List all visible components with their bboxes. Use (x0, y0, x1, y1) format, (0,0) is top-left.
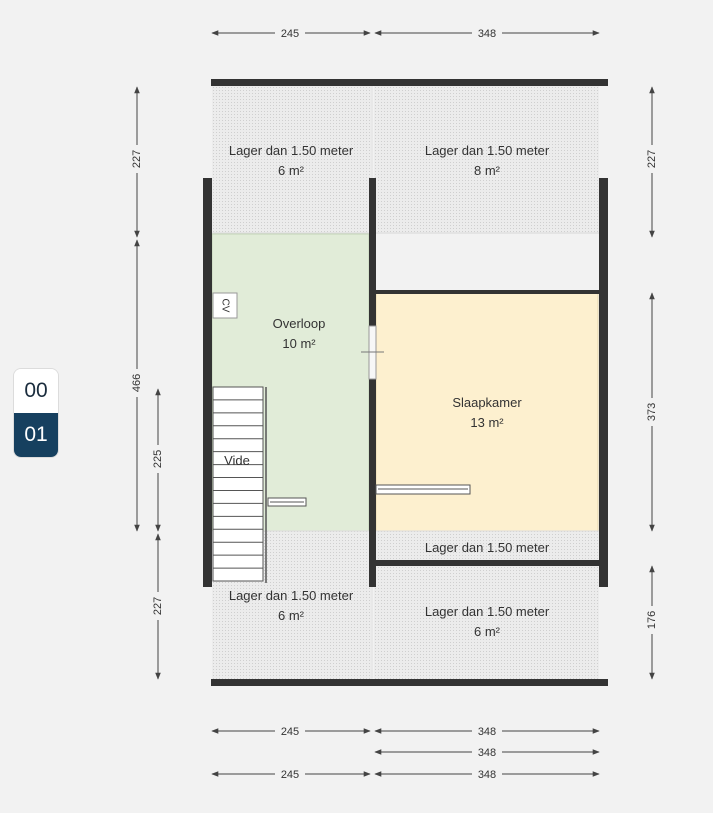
dim-right-middle: 373 (646, 403, 658, 421)
dim-bottom-row1-right: 348 (478, 726, 496, 738)
dim-right-top: 227 (646, 150, 658, 168)
cv-unit: CV (212, 292, 238, 319)
dimension-bottom-row1: 245 348 (211, 724, 600, 738)
attic-top-left (212, 86, 371, 234)
dim-left-inner-top: 225 (152, 450, 164, 468)
attic-bottom-left-name: Lager dan 1.50 meter (229, 588, 354, 603)
dimension-bottom-row3: 245 348 (211, 767, 600, 781)
dim-bottom-row2-right: 348 (478, 747, 496, 759)
dim-left-outer-top: 227 (131, 150, 143, 168)
overloop-area: 10 m² (282, 336, 316, 351)
vide-label: Vide (224, 453, 250, 468)
dim-bottom-row3-left: 245 (281, 769, 299, 781)
dim-top-right: 348 (478, 28, 496, 40)
attic-mid-right-name: Lager dan 1.50 meter (425, 540, 550, 555)
slaapkamer-name: Slaapkamer (452, 395, 522, 410)
attic-bottom-right-name: Lager dan 1.50 meter (425, 604, 550, 619)
overloop-name: Overloop (273, 316, 326, 331)
dim-bottom-row3-right: 348 (478, 769, 496, 781)
attic-top-left-name: Lager dan 1.50 meter (229, 143, 354, 158)
attic-bottom-right (374, 563, 599, 679)
slaapkamer-area: 13 m² (470, 415, 504, 430)
dimension-top: 245 348 (211, 26, 600, 40)
dimension-bottom-row2: 348 (374, 745, 600, 759)
dim-left-outer-bottom: 466 (131, 374, 143, 392)
dim-top-left: 245 (281, 28, 299, 40)
dim-bottom-row1-left: 245 (281, 726, 299, 738)
floor-button-01[interactable]: 01 (14, 413, 58, 457)
attic-bottom-left-area: 6 m² (278, 608, 305, 623)
dimension-left-inner: 225 227 (151, 388, 165, 680)
staircase (212, 386, 267, 583)
attic-top-right-name: Lager dan 1.50 meter (425, 143, 550, 158)
walls (203, 79, 608, 686)
dim-left-inner-bottom: 227 (152, 597, 164, 615)
cv-label: CV (219, 299, 230, 313)
attic-top-left-area: 6 m² (278, 163, 305, 178)
floor-button-00[interactable]: 00 (14, 369, 58, 413)
dimension-left-outer: 227 466 (130, 86, 144, 532)
floor-selector: 00 01 (14, 369, 58, 457)
attic-mid-right (374, 531, 599, 563)
door (361, 325, 384, 380)
attic-top-right (374, 86, 599, 234)
attic-bottom-right-area: 6 m² (474, 624, 501, 639)
dimension-right: 227 373 176 (645, 86, 659, 680)
attic-top-right-area: 8 m² (474, 163, 501, 178)
room-slaapkamer (375, 292, 599, 532)
dim-right-bottom: 176 (646, 611, 658, 629)
